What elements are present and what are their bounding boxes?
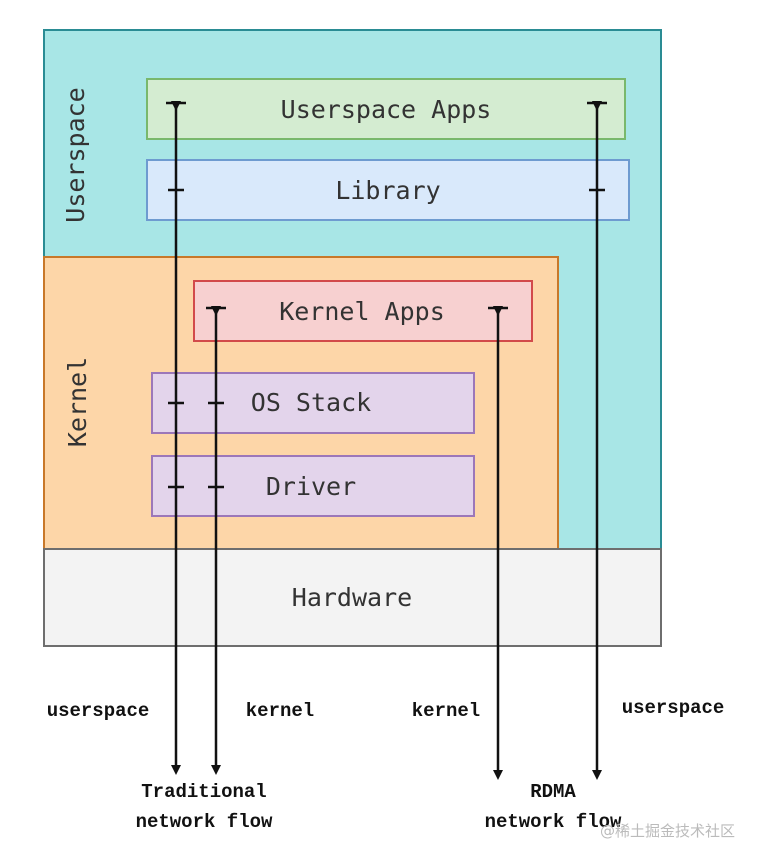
library-box [146,159,630,221]
traditional-flow-title-line2: network flow [136,811,273,833]
hardware-layer [43,548,662,647]
userspace-apps-label: Userspace Apps [281,95,492,124]
kernel-apps-box [193,280,533,342]
rdma-kernel-label: kernel [412,700,480,722]
rdma-userspace-label: userspace [622,697,725,719]
arrow-caps [166,101,607,310]
userspace-apps-box [146,78,626,140]
traditional-kernel-label: kernel [246,700,314,722]
library-label: Library [335,176,440,205]
driver-box [151,455,475,517]
kernel-apps-label: Kernel Apps [279,297,445,326]
os-stack-label: OS Stack [251,388,371,417]
rdma-flow-title-line1: RDMA [530,781,576,803]
kernel-layer-label: Kernel [63,357,92,447]
traditional-userspace-label: userspace [47,700,150,722]
userspace-layer-label: Userspace [61,87,90,222]
rdma-flow-title-line2: network flow [485,811,622,833]
os-stack-box [151,372,475,434]
watermark: @稀土掘金技术社区 [600,822,735,840]
hardware-label: Hardware [292,583,412,612]
driver-label: Driver [266,472,356,501]
traditional-flow-title-line1: Traditional [141,781,266,803]
crossing-ticks [168,188,605,489]
